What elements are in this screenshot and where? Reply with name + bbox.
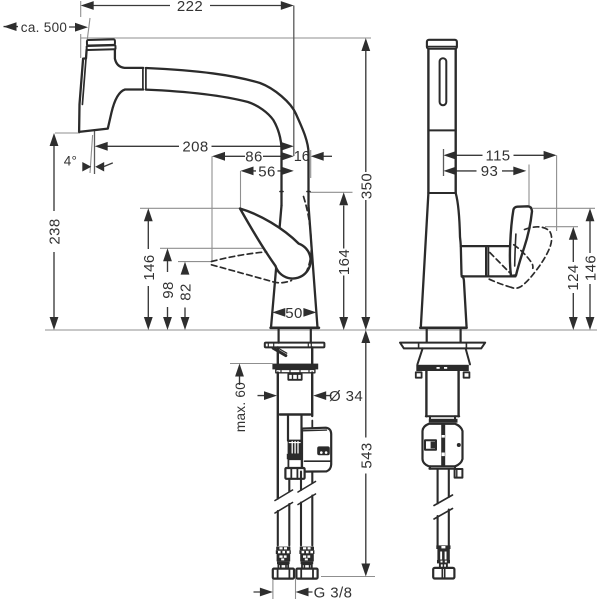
svg-text:146: 146 [583, 255, 600, 281]
svg-text:ca. 500: ca. 500 [21, 20, 67, 35]
svg-text:208: 208 [182, 139, 208, 156]
svg-text:93: 93 [481, 163, 499, 180]
svg-text:115: 115 [485, 148, 510, 165]
svg-text:222: 222 [177, 0, 203, 15]
svg-text:16: 16 [294, 149, 310, 165]
svg-text:350: 350 [358, 173, 375, 199]
svg-text:543: 543 [358, 442, 375, 468]
svg-text:86: 86 [245, 149, 263, 166]
svg-text:238: 238 [47, 218, 64, 244]
svg-text:50: 50 [285, 305, 303, 322]
svg-text:98: 98 [160, 281, 177, 299]
svg-text:82: 82 [178, 283, 195, 301]
svg-text:4°: 4° [64, 154, 78, 169]
svg-text:G 3/8: G 3/8 [314, 584, 353, 600]
svg-text:max. 60: max. 60 [233, 382, 248, 432]
svg-text:164: 164 [336, 249, 353, 275]
svg-text:Ø 34: Ø 34 [329, 388, 363, 405]
svg-text:124: 124 [565, 264, 582, 290]
svg-text:56: 56 [258, 163, 276, 180]
svg-text:146: 146 [141, 254, 158, 280]
